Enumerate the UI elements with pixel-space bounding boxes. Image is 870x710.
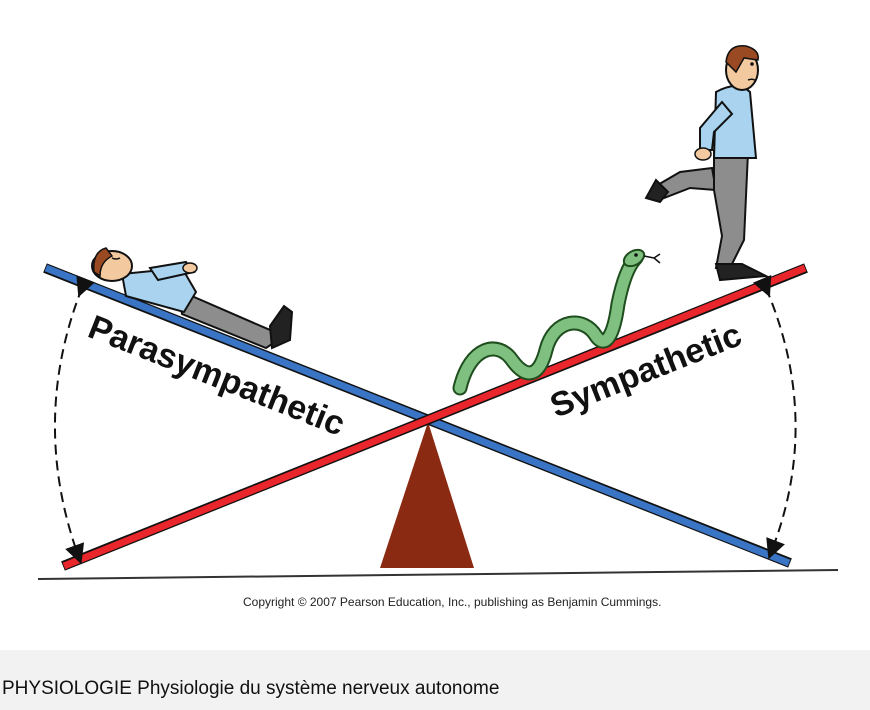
seesaw-diagram: Parasympathetic Sympathetic Copyright © … [37,45,839,609]
fulcrum-triangle [380,422,474,568]
video-title[interactable]: PHYSIOLOGIE Physiologie du système nerve… [2,678,500,699]
left-angle-arc [53,275,95,565]
resting-man-illustration [91,247,294,350]
caption-bar: PHYSIOLOGIE Physiologie du système nerve… [0,650,870,710]
running-man-illustration [644,45,770,282]
right-angle-arc [752,274,797,560]
copyright-notice: Copyright © 2007 Pearson Education, Inc.… [243,595,661,609]
diagram-svg: Parasympathetic Sympathetic Copyright © … [37,45,839,609]
snake-illustration [452,248,661,396]
ground-line [37,569,839,580]
